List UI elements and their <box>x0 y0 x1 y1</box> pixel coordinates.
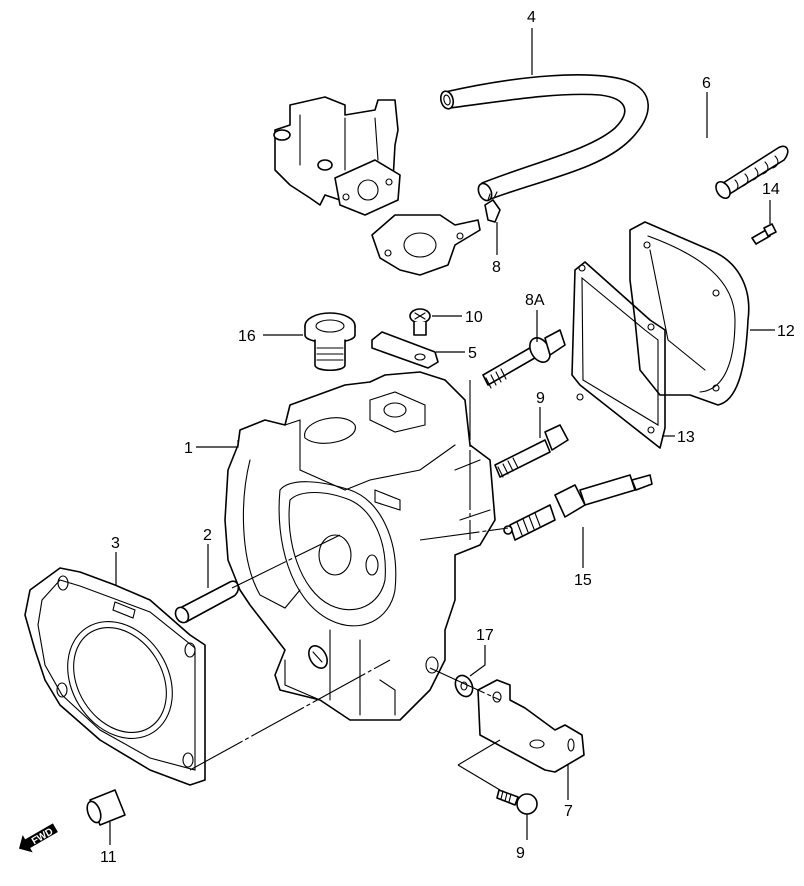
callout-14: 13 <box>677 429 695 446</box>
callout-13: 12 <box>777 323 795 340</box>
callout-10: 9 <box>516 845 525 862</box>
part-bolt-small[interactable] <box>751 223 777 245</box>
callout-5: 5 <box>468 345 477 362</box>
part-hose[interactable] <box>439 74 649 203</box>
part-screw[interactable] <box>409 308 431 336</box>
part-head-gasket[interactable] <box>24 567 206 786</box>
part-washer[interactable] <box>452 673 476 700</box>
callout-1: 1 <box>184 440 193 457</box>
part-gasket-outlet[interactable] <box>371 214 481 276</box>
callout-8: 9 <box>536 390 545 407</box>
leader-18 <box>469 645 486 677</box>
callout-16: 15 <box>574 572 592 589</box>
callout-2: 2 <box>203 527 212 544</box>
callout-4: 4 <box>527 9 536 26</box>
callout-15: 14 <box>762 181 780 198</box>
callout-8a: 8A <box>525 292 545 309</box>
part-spiral-sleeve[interactable] <box>713 145 789 200</box>
part-cylinder-head[interactable] <box>224 371 496 721</box>
part-plate[interactable] <box>371 331 439 369</box>
leader-1 <box>196 440 239 448</box>
part-thermostat-cover[interactable] <box>273 96 401 216</box>
callout-7: 7 <box>564 803 573 820</box>
part-dowel-pin[interactable] <box>173 580 240 625</box>
callout-18: 17 <box>476 627 494 644</box>
fwd-arrow-icon <box>19 823 58 853</box>
callout-9: 8 <box>492 259 501 276</box>
callout-3: 3 <box>111 535 120 552</box>
callout-6: 6 <box>702 75 711 92</box>
callout-11: 10 <box>465 309 483 326</box>
part-dowel-lower[interactable] <box>85 789 126 826</box>
part-bolt-8a[interactable] <box>482 329 566 389</box>
part-spark-plug[interactable] <box>503 474 653 541</box>
part-clip[interactable] <box>484 191 501 223</box>
part-side-gasket[interactable] <box>571 261 666 449</box>
assembly-axes <box>189 380 509 791</box>
fwd-badge: FWD <box>19 823 58 853</box>
part-thermostat[interactable] <box>304 312 356 372</box>
callout-17: 16 <box>238 328 256 345</box>
part-side-cover[interactable] <box>629 221 750 406</box>
fwd-label: FWD <box>30 826 55 847</box>
part-bolt-8[interactable] <box>494 424 569 478</box>
part-bolt-bracket[interactable] <box>496 789 538 815</box>
callout-12: 11 <box>100 849 117 866</box>
part-bracket[interactable] <box>477 679 585 773</box>
